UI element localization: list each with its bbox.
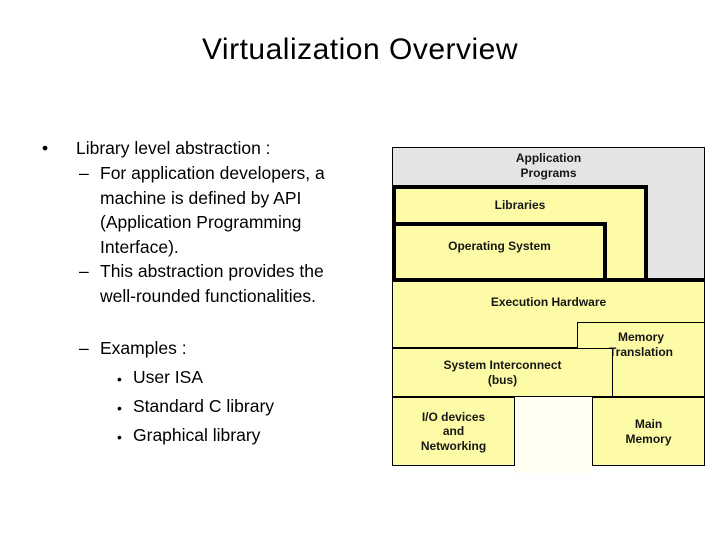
diagram-box-operating-system: Operating System: [392, 222, 607, 282]
bullet-icon: •: [117, 371, 122, 387]
diagram-label: System Interconnect (bus): [443, 358, 562, 387]
dash-icon: –: [79, 261, 89, 281]
diagram-label: Libraries: [494, 198, 546, 212]
architecture-diagram: Application Programs Libraries Operating…: [392, 147, 705, 473]
sub-bullet-text: This abstraction provides the well-round…: [100, 261, 324, 306]
example-item-standard-c-library: • Standard C library: [117, 395, 274, 419]
diagram-label: Application Programs: [515, 151, 582, 180]
sub-bullet-examples: – Examples :: [79, 336, 187, 361]
dash-icon: –: [79, 163, 89, 183]
diagram-box-io-devices: I/O devices and Networking: [392, 397, 515, 466]
diagram-label: I/O devices and Networking: [420, 409, 487, 453]
bullet-text: Library level abstraction :: [76, 138, 271, 158]
page-title: Virtualization Overview: [201, 33, 519, 66]
example-text: Graphical library: [133, 425, 261, 445]
bullet-icon: •: [117, 400, 122, 416]
bullet-icon: •: [117, 429, 122, 445]
example-item-graphical-library: • Graphical library: [117, 424, 260, 448]
diagram-label: Memory Translation: [608, 330, 673, 359]
diagram-label: Main Memory: [625, 417, 672, 446]
example-item-user-isa: • User ISA: [117, 366, 203, 390]
sub-bullet-text: For application developers, a machine is…: [100, 163, 325, 257]
diagram-gap-background: [515, 397, 592, 473]
sub-bullet-well-rounded: – This abstraction provides the well-rou…: [79, 259, 324, 308]
sub-bullet-text: Examples :: [100, 338, 187, 358]
dash-icon: –: [79, 338, 89, 358]
bullet-icon: •: [42, 138, 49, 158]
diagram-box-system-interconnect: System Interconnect (bus): [392, 348, 613, 397]
bullet-item-library-abstraction: • Library level abstraction :: [38, 137, 271, 160]
example-text: Standard C library: [133, 396, 275, 416]
diagram-box-main-memory: Main Memory: [592, 397, 705, 466]
diagram-label: Execution Hardware: [490, 295, 607, 309]
diagram-label: Operating System: [448, 239, 551, 253]
sub-bullet-api-definition: – For application developers, a machine …: [79, 161, 325, 259]
example-text: User ISA: [133, 367, 204, 387]
